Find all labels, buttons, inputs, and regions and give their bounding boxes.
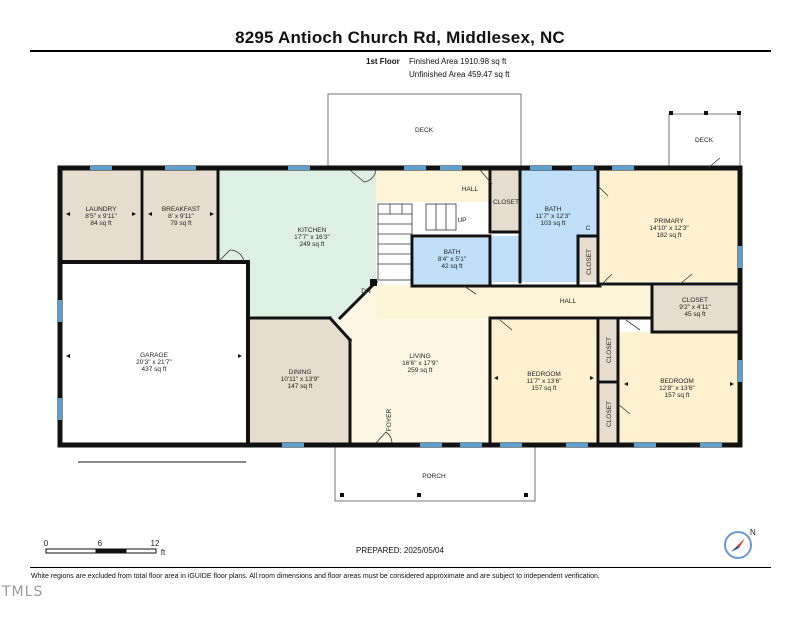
bedroom1-area: 157 sq ft: [532, 385, 557, 392]
laundry-dims: 8'5" x 9'11": [85, 213, 117, 220]
footer-rule: [30, 567, 771, 568]
page-title: 8295 Antioch Church Rd, Middlesex, NC: [235, 28, 565, 47]
kitchen-dims: 17'7" x 16'3": [294, 234, 330, 241]
closet-hall: [652, 286, 738, 332]
watermark: TMLS: [2, 584, 44, 600]
closet-bed1: [600, 320, 618, 380]
garage-room: [62, 262, 246, 462]
living-room: [336, 284, 490, 443]
scale-tick-12: 12: [151, 539, 160, 548]
primary-name: PRIMARY: [654, 218, 684, 225]
c-label: C: [586, 225, 591, 232]
bedroom1-dims: 11'7" x 13'6": [526, 378, 562, 385]
scale-tick-6: 6: [98, 539, 103, 548]
bedroom2-dims: 12'8" x 13'6": [659, 385, 695, 392]
foyer-label: FOYER: [386, 409, 393, 432]
svg-text:N: N: [750, 528, 756, 537]
kitchen-name: KITCHEN: [298, 227, 327, 234]
bath-hall-extra: [492, 236, 520, 282]
up-label: UP: [457, 217, 466, 224]
bedroom-1: [490, 320, 598, 443]
bath1-dims: 11'7" x 12'3": [535, 213, 571, 220]
dining-area: 147 sq ft: [288, 383, 313, 390]
garage-name: GARAGE: [140, 352, 168, 359]
footnote: White regions are excluded from total fl…: [31, 573, 600, 580]
scale-bar: 0 6 12 ft: [44, 539, 166, 557]
living-dims: 16'6" x 17'9": [402, 360, 438, 367]
garage-dims: 20'3" x 21'7": [136, 359, 172, 366]
dining-dims: 10'11" x 13'9": [281, 376, 320, 383]
laundry-area: 84 sq ft: [90, 220, 112, 227]
unfinished-area: Unfinished Area 459.47 sq ft: [409, 70, 510, 79]
closet-hall-area: 45 sq ft: [684, 311, 706, 318]
breakfast-dims: 8' x 9'11": [168, 213, 194, 220]
hall-top: [376, 170, 492, 202]
bath2-area: 42 sq ft: [441, 263, 463, 270]
laundry-name: LAUNDRY: [86, 206, 118, 213]
misc-labels: DECK DECK HALL HALL CLOSET UP DN C PORCH…: [361, 127, 713, 480]
breakfast-area: 79 sq ft: [170, 220, 192, 227]
title-rule: [30, 50, 771, 52]
laundry-room: [62, 170, 140, 262]
compass-icon: N: [724, 528, 756, 559]
scale-tick-0: 0: [44, 539, 49, 548]
dining-name: DINING: [289, 369, 312, 376]
dining-room: [250, 318, 350, 443]
primary-room: [600, 170, 738, 282]
bath1-name: BATH: [545, 206, 562, 213]
hall-top-label: HALL: [462, 186, 479, 193]
closet-hall-name: CLOSET: [682, 297, 708, 304]
kitchen-area: 249 sq ft: [300, 241, 325, 248]
hall-mid-label: HALL: [560, 298, 577, 305]
bedroom2-area: 157 sq ft: [665, 392, 690, 399]
finished-area: Finished Area 1910.98 sq ft: [409, 57, 507, 66]
prepared-date: PREPARED: 2025/05/04: [356, 546, 444, 555]
bath1-area: 103 sq ft: [541, 220, 566, 227]
deck2-label: DECK: [695, 137, 714, 144]
closet-bed2: [600, 384, 618, 443]
kitchen-room: [218, 170, 376, 320]
bedroom-2: [620, 332, 738, 443]
primary-area: 182 sq ft: [657, 232, 682, 239]
scale-unit: ft: [161, 548, 166, 557]
bath2-name: BATH: [444, 249, 461, 256]
closet-top-label: CLOSET: [493, 199, 519, 206]
living-area: 259 sq ft: [408, 367, 433, 374]
doors: [217, 157, 721, 444]
bedroom2-name: BEDROOM: [660, 378, 694, 385]
living-name: LIVING: [409, 353, 430, 360]
walls: [57, 165, 743, 448]
closet-bed2-label: CLOSET: [606, 401, 613, 427]
stairs: [377, 203, 457, 281]
garage-area: 437 sq ft: [142, 366, 167, 373]
porch-label: PORCH: [422, 473, 446, 480]
closet-primary: [580, 238, 598, 282]
closet-bed1-label: CLOSET: [606, 337, 613, 363]
hall-middle: [376, 286, 652, 318]
dn-label: DN: [361, 288, 371, 295]
bath2-dims: 8'4" x 5'1": [438, 256, 467, 263]
closet-top: [492, 170, 520, 232]
dimension-arrows: [66, 212, 734, 386]
breakfast-room: [144, 170, 218, 262]
closet-primary-label: CLOSET: [586, 249, 593, 275]
windows: [58, 166, 742, 447]
breakfast-name: BREAKFAST: [162, 206, 200, 213]
column-marker: [370, 279, 377, 286]
bath-hall: [414, 238, 490, 284]
deck-label: DECK: [415, 127, 434, 134]
bedroom1-name: BEDROOM: [527, 371, 561, 378]
closet-hall-dims: 9'2" x 4'11": [679, 304, 711, 311]
post-markers: [340, 111, 741, 497]
floor-name: 1st Floor: [366, 57, 400, 66]
primary-dims: 14'10" x 12'3": [649, 225, 689, 232]
porch-outline: [334, 442, 536, 502]
room-labels: LAUNDRY 8'5" x 9'11" 84 sq ft BREAKFAST …: [85, 206, 711, 399]
